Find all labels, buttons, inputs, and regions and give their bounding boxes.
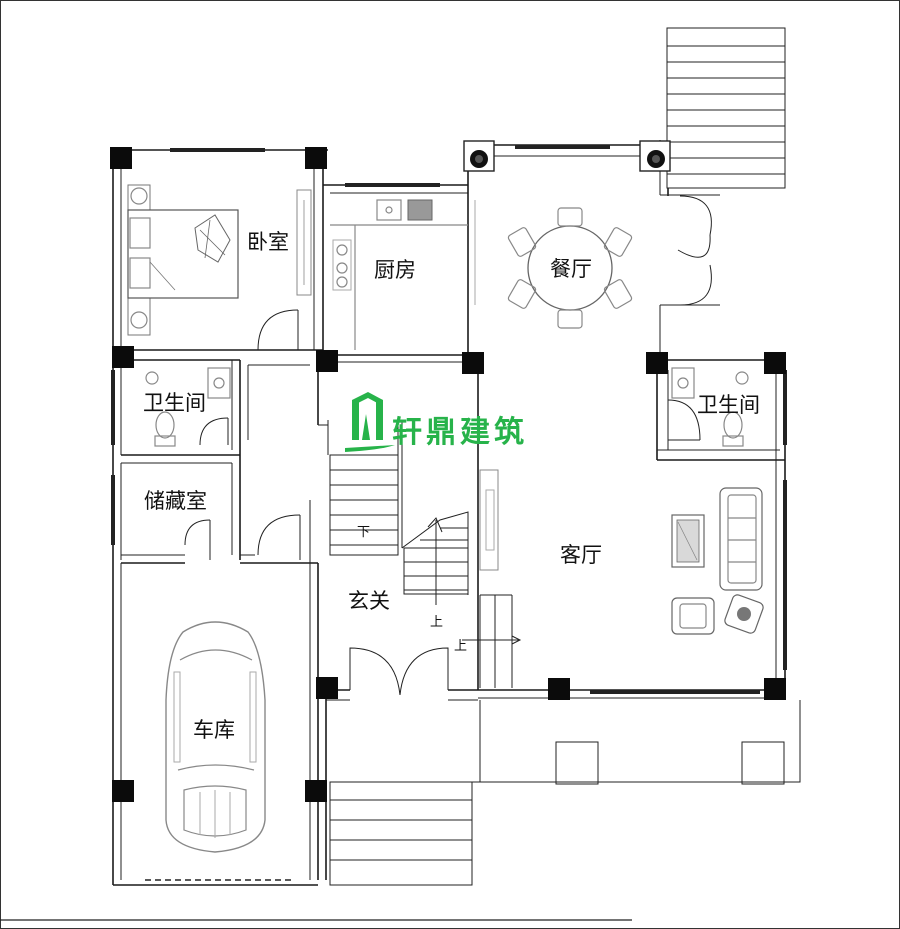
label-bath-right: 卫生间	[697, 393, 760, 417]
room-labels: 卧室 厨房 餐厅 卫生间 卫生间 储藏室 客厅 玄关 车库	[143, 230, 760, 742]
doors	[184, 195, 712, 696]
top-right-stair	[659, 27, 786, 189]
living-furniture	[479, 469, 764, 635]
label-bedroom: 卧室	[247, 230, 289, 254]
kitchen-fixtures	[330, 199, 468, 350]
stair-label-up-1: 上	[430, 615, 443, 630]
entrance-steps	[329, 700, 801, 886]
label-bath-left: 卫生间	[143, 391, 206, 415]
label-foyer: 玄关	[348, 589, 390, 613]
label-dining: 餐厅	[550, 257, 592, 281]
label-kitchen: 厨房	[374, 258, 416, 282]
stair-label-up-2: 上	[454, 639, 467, 654]
bed	[127, 184, 312, 336]
pillars	[110, 140, 786, 802]
stair-labels: 下 上 上	[357, 525, 467, 654]
label-living: 客厅	[560, 543, 602, 567]
windows	[111, 145, 787, 697]
right-bath-fixtures	[671, 367, 749, 447]
stair-label-down: 下	[357, 525, 370, 540]
watermark-logo-icon	[345, 392, 395, 452]
label-garage: 车库	[193, 718, 235, 742]
dining-table	[507, 207, 633, 329]
main-staircase	[318, 420, 522, 688]
car	[165, 621, 266, 853]
left-bath-fixtures	[145, 367, 231, 447]
watermark-text: 轩鼎建筑	[392, 415, 528, 450]
watermark: 轩鼎建筑	[345, 392, 528, 452]
label-storage: 储藏室	[144, 489, 207, 513]
